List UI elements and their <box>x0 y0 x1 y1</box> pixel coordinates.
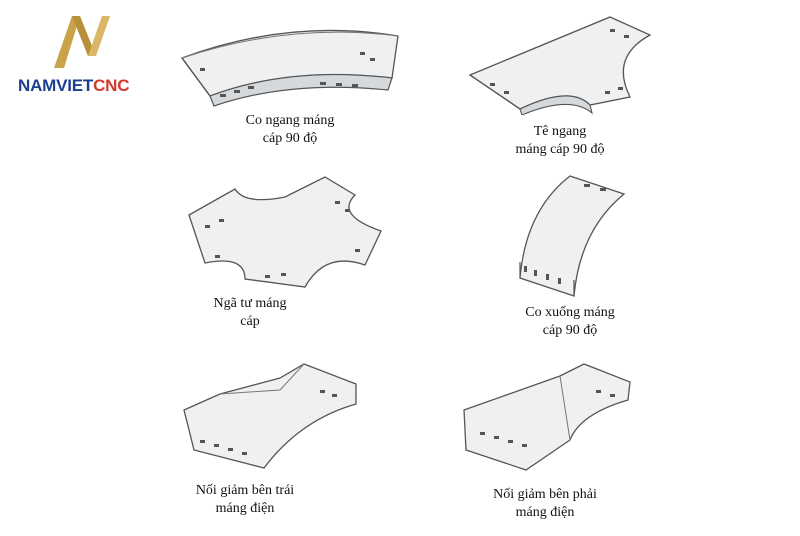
caption-line2: cáp <box>240 314 260 329</box>
logo-text-cnc: CNC <box>93 76 130 95</box>
caption-line1: Nối giảm bên phải <box>493 487 597 502</box>
logo-wordmark: NAMVIETCNC <box>18 76 130 96</box>
logo-text-namviet: NAMVIET <box>18 76 94 95</box>
brand-logo: NAMVIETCNC <box>18 10 148 100</box>
caption-vertical-elbow: Co xuống máng cáp 90 độ <box>490 304 650 340</box>
caption-line1: Co xuống máng <box>525 305 615 320</box>
caption-horizontal-elbow: Co ngang máng cáp 90 độ <box>200 112 380 148</box>
caption-line2: máng cáp 90 độ <box>515 142 605 157</box>
logo-mark-icon <box>54 16 110 68</box>
caption-line1: Co ngang máng <box>245 113 335 128</box>
horizontal-tee-icon <box>468 16 652 115</box>
cross-icon <box>188 176 382 288</box>
caption-line2: cáp 90 độ <box>262 131 318 146</box>
right-reducer-icon <box>463 363 631 471</box>
caption-line1: Nối giảm bên trái <box>195 483 295 498</box>
horizontal-elbow-icon <box>180 29 399 107</box>
left-reducer-icon <box>183 363 357 469</box>
caption-horizontal-tee: Tê ngang máng cáp 90 độ <box>470 123 650 159</box>
caption-cross: Ngã tư máng cáp <box>180 295 320 331</box>
caption-line1: Tê ngang <box>533 124 587 139</box>
caption-line2: máng điện <box>215 501 275 516</box>
vertical-elbow-icon <box>519 175 626 297</box>
caption-line1: Ngã tư máng <box>213 296 287 311</box>
caption-left-reducer: Nối giảm bên trái máng điện <box>175 482 315 518</box>
caption-line2: cáp 90 độ <box>542 323 598 338</box>
caption-right-reducer: Nối giảm bên phải máng điện <box>470 486 620 522</box>
caption-line2: máng điện <box>515 505 575 520</box>
